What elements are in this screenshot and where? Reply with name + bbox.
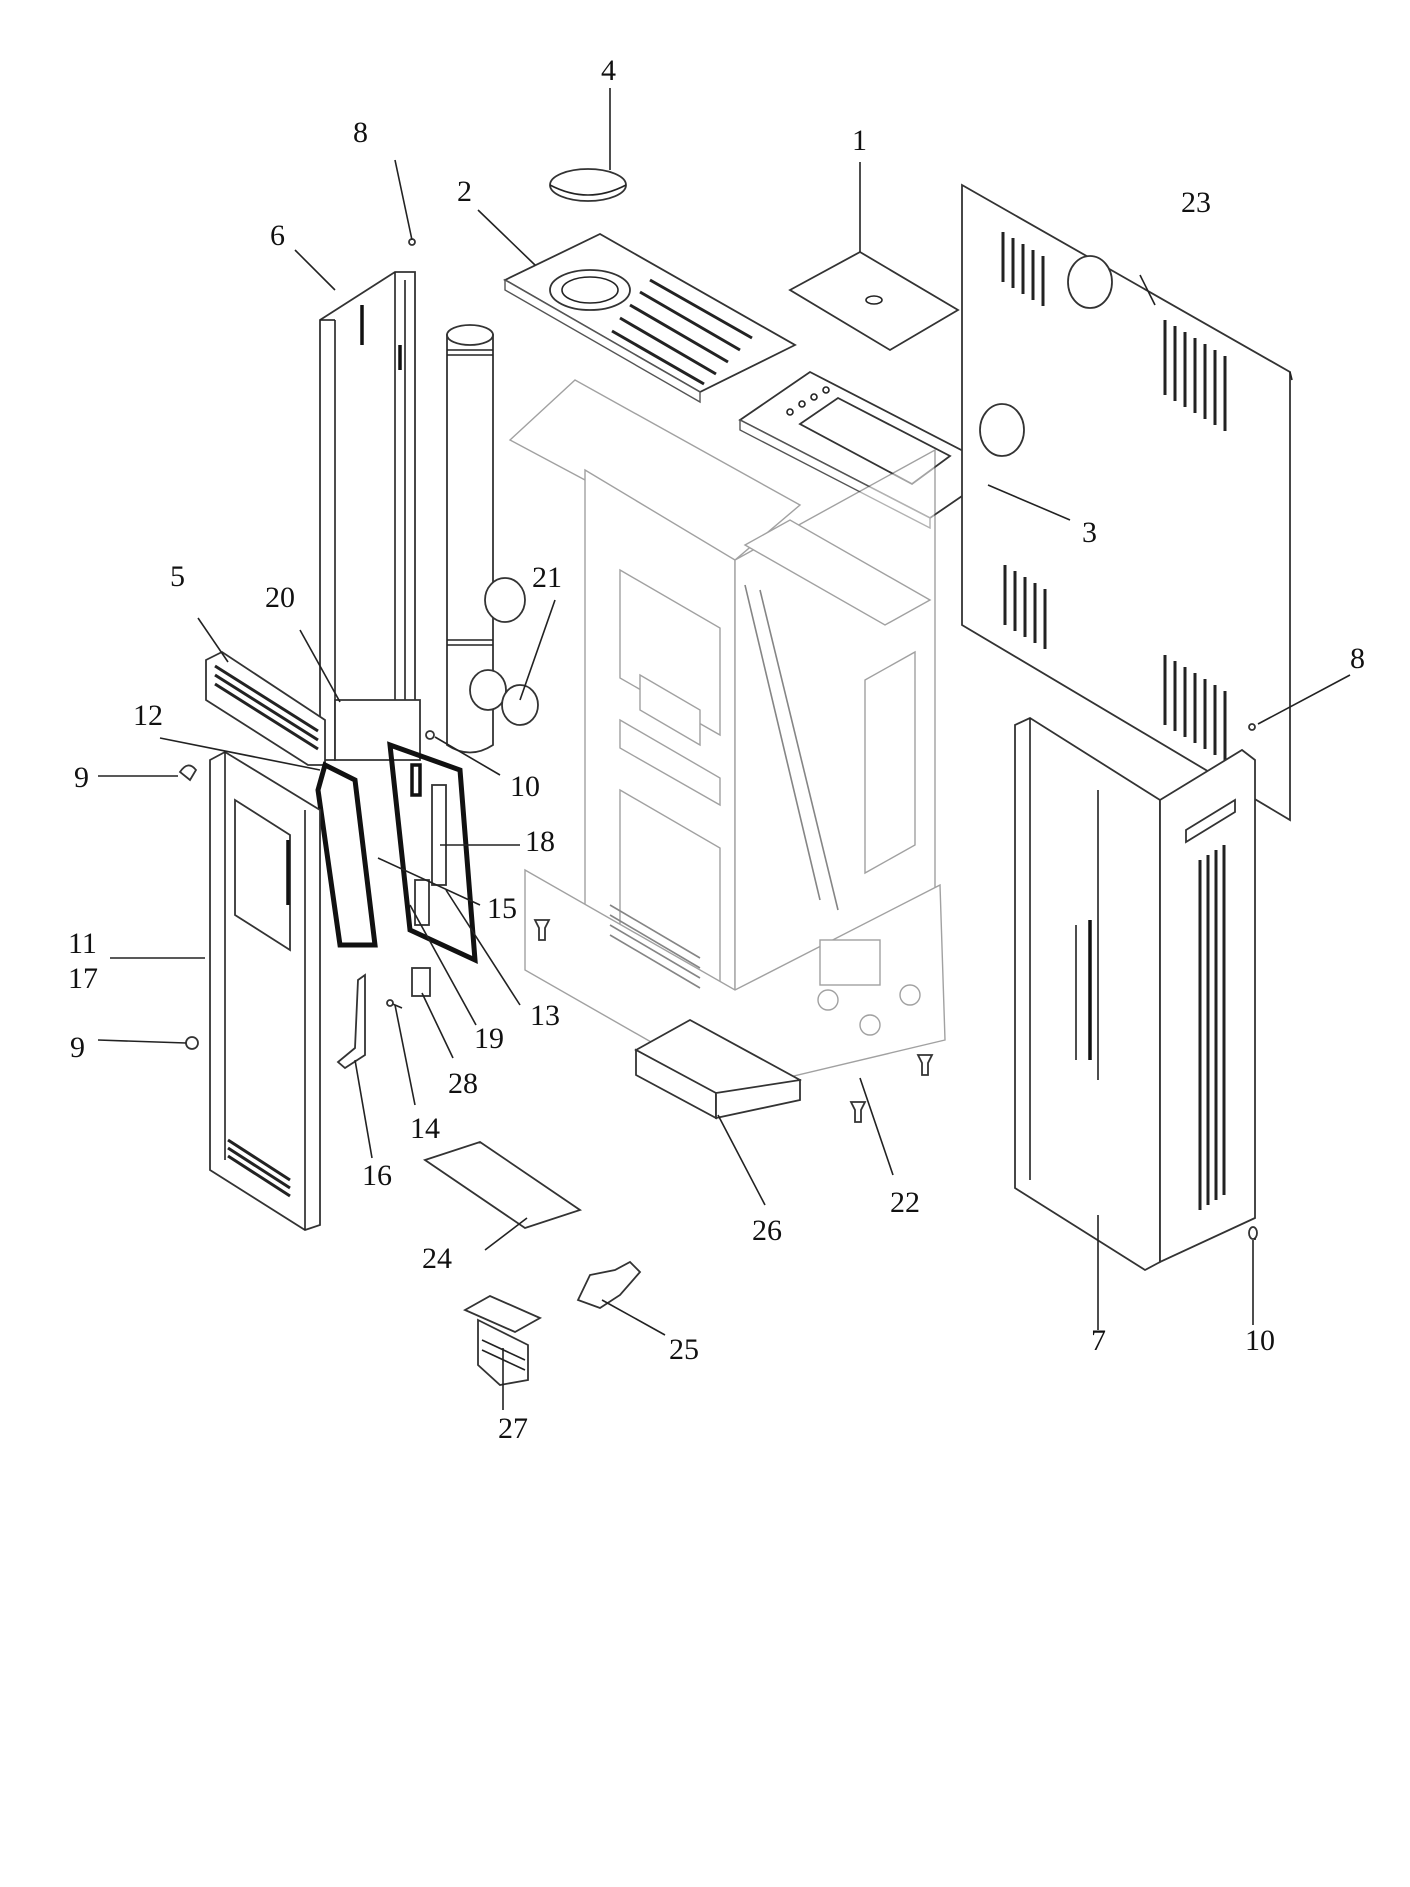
part-22-foot-bottom [849,1101,867,1123]
callout-9-top: 9 [74,761,89,794]
part-10-screw-right [1248,1226,1258,1240]
part-6-left-side-panel [319,271,416,761]
callout-14: 14 [410,1112,440,1145]
callout-1: 1 [852,124,867,157]
callout-8-right: 8 [1350,642,1365,675]
part-26-ash-drawer [634,1018,802,1120]
callout-11: 11 [68,927,97,960]
part-5-front-grille [205,650,326,766]
callout-10-right: 10 [1245,1324,1275,1357]
leader-lines [97,88,1351,1410]
part-13-glass-frame [387,741,478,965]
part-25-bracket [576,1260,642,1309]
callout-23: 23 [1181,186,1211,219]
callout-28: 28 [448,1067,478,1100]
callout-18: 18 [525,825,555,858]
callout-16: 16 [362,1159,392,1192]
part-12-gasket-frame [315,761,378,948]
part-4-round-cap [549,168,627,202]
callout-25: 25 [669,1333,699,1366]
part-22-foot-left [533,919,551,941]
callout-6: 6 [270,219,285,252]
part-10-screw-left [425,730,435,740]
part-2-top-grille [503,232,797,404]
callout-12: 12 [133,699,163,732]
part-22-foot-mid [916,1054,934,1076]
part-21-flue-pipe [446,324,539,754]
callout-27: 27 [498,1412,528,1445]
callout-20: 20 [265,581,295,614]
part-16-handle [336,973,366,1070]
part-23-back-panel [961,183,1293,822]
callout-21: 21 [532,561,562,594]
part-9-hinge-bottom [185,1036,199,1050]
part-24-plate [422,1141,583,1229]
part-20-bracket [334,699,422,797]
callout-9-bottom: 9 [70,1031,85,1064]
part-11-door [209,750,321,1231]
part-27-burn-pot [462,1294,543,1386]
callout-labels: 1 2 3 4 5 6 7 8 8 9 9 10 10 11 17 12 13 … [68,54,1365,1445]
callout-19: 19 [474,1022,504,1055]
callout-15: 15 [487,892,517,925]
callout-2: 2 [457,175,472,208]
callout-8-top: 8 [353,116,368,149]
callout-3: 3 [1082,516,1097,549]
callout-22: 22 [890,1186,920,1219]
part-8-screw-right [1248,723,1256,731]
callout-5: 5 [170,560,185,593]
part-28-latch [411,967,431,997]
callout-4: 4 [601,54,616,87]
callout-13: 13 [530,999,560,1032]
callout-7: 7 [1091,1324,1106,1357]
callout-24: 24 [422,1242,452,1275]
stove-body-frame [508,379,946,1091]
part-7-right-side-panel [1014,716,1256,1272]
callout-17: 17 [68,962,98,995]
part-1-top-plate [788,250,960,352]
callout-26: 26 [752,1214,782,1247]
part-9-hinge-top [178,764,198,782]
callout-10-left: 10 [510,770,540,803]
part-14-pin [386,999,403,1009]
